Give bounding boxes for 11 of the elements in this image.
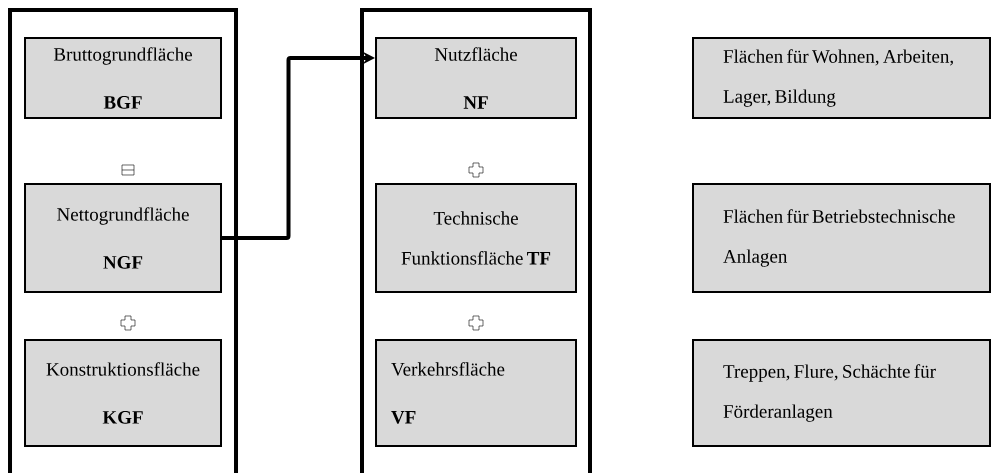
area-box: Nutzfläche NF — [375, 37, 577, 119]
area-box: Verkehrsfläche VF — [375, 339, 577, 447]
area-box: Technische Funktionsfläche TF — [375, 183, 577, 293]
area-box: Flächen für Wohnen, Arbeiten, Lager, Bildung — [692, 37, 991, 119]
column-frame — [360, 8, 592, 473]
area-box: Flächen für Betriebstechnische Anlagen — [692, 183, 991, 293]
area-box: Treppen, Flure, Schächte für Förderanlagen — [692, 339, 991, 447]
area-box: Nettogrundfläche NGF — [24, 183, 222, 293]
area-box: Konstruktionsfläche KGF — [24, 339, 222, 447]
area-box: Bruttogrundfläche BGF — [24, 37, 222, 119]
column-frame — [8, 8, 238, 473]
